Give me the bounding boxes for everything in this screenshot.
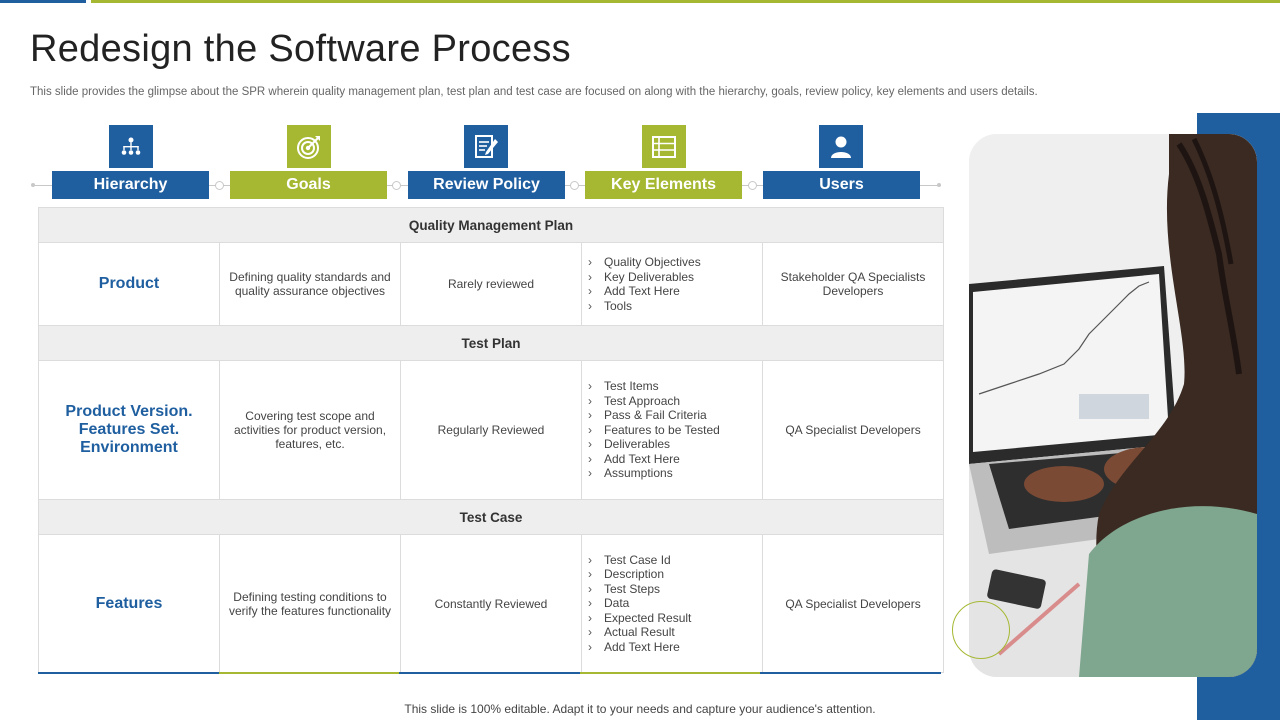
footer-note: This slide is 100% editable. Adapt it to… (404, 702, 876, 716)
list-item: Actual Result (586, 625, 756, 640)
users-cell: QA Specialist Developers (761, 534, 945, 673)
header-goals: Goals (230, 171, 387, 199)
elements-cell: Quality Objectives Key Deliverables Add … (581, 242, 763, 326)
header-key-elements: Key Elements (585, 171, 742, 199)
connector-dot (31, 183, 35, 187)
hierarchy-icon (109, 125, 153, 168)
connector-dot (748, 181, 757, 190)
process-table: Quality Management Plan Product Defining… (37, 207, 945, 673)
list-item: Description (586, 567, 756, 582)
target-icon (287, 125, 331, 168)
connector-dot (570, 181, 579, 190)
section-title: Test Case (37, 499, 945, 535)
list-item: Expected Result (586, 611, 756, 626)
list-item: Quality Objectives (586, 255, 756, 270)
goals-cell: Covering test scope and activities for p… (219, 360, 401, 500)
connector-dot (215, 181, 224, 190)
section-header-row: Quality Management Plan (37, 207, 945, 243)
table-row: Product Defining quality standards and q… (38, 242, 945, 326)
list-item: Add Text Here (586, 284, 756, 299)
top-accent-bar-green (91, 0, 1280, 3)
list-item: Add Text Here (586, 640, 756, 655)
hierarchy-cell: Product (38, 242, 220, 326)
list-item: Test Steps (586, 582, 756, 597)
list-icon (642, 125, 686, 168)
list-item: Pass & Fail Criteria (586, 408, 756, 423)
review-cell: Rarely reviewed (400, 242, 582, 326)
table-row: Features Defining testing conditions to … (38, 534, 945, 673)
users-cell: QA Specialist Developers (761, 360, 945, 500)
review-cell: Regularly Reviewed (400, 360, 582, 500)
goals-cell: Defining quality standards and quality a… (219, 242, 401, 326)
users-cell: Stakeholder QA Specialists Developers (761, 242, 945, 326)
hierarchy-cell: Product Version. Features Set. Environme… (38, 360, 220, 500)
list-item: Test Approach (586, 394, 756, 409)
list-item: Data (586, 596, 756, 611)
section-title: Quality Management Plan (37, 207, 945, 243)
list-item: Add Text Here (586, 452, 756, 467)
list-item: Tools (586, 299, 756, 314)
user-icon (819, 125, 863, 168)
page-subtitle: This slide provides the glimpse about th… (30, 86, 1038, 98)
decorative-circle (952, 601, 1010, 659)
table-bottom-accent (38, 672, 941, 674)
header-users: Users (763, 171, 920, 199)
header-review-policy: Review Policy (408, 171, 565, 199)
goals-cell: Defining testing conditions to verify th… (219, 534, 401, 673)
list-item: Deliverables (586, 437, 756, 452)
review-cell: Constantly Reviewed (400, 534, 582, 673)
list-item: Assumptions (586, 466, 756, 481)
woman-at-laptop-photo (969, 134, 1257, 677)
list-item: Key Deliverables (586, 270, 756, 285)
list-item: Test Case Id (586, 553, 756, 568)
list-item: Features to be Tested (586, 423, 756, 438)
document-edit-icon (464, 125, 508, 168)
hierarchy-cell: Features (38, 534, 220, 673)
table-row: Product Version. Features Set. Environme… (38, 360, 945, 500)
section-header-row: Test Case (37, 499, 945, 535)
connector-dot (392, 181, 401, 190)
elements-cell: Test Case Id Description Test Steps Data… (581, 534, 763, 673)
elements-cell: Test Items Test Approach Pass & Fail Cri… (581, 360, 763, 500)
header-hierarchy: Hierarchy (52, 171, 209, 199)
top-accent-bar-blue (0, 0, 86, 3)
section-title: Test Plan (37, 325, 945, 361)
page-title: Redesign the Software Process (30, 28, 571, 70)
section-header-row: Test Plan (37, 325, 945, 361)
list-item: Test Items (586, 379, 756, 394)
connector-dot (937, 183, 941, 187)
